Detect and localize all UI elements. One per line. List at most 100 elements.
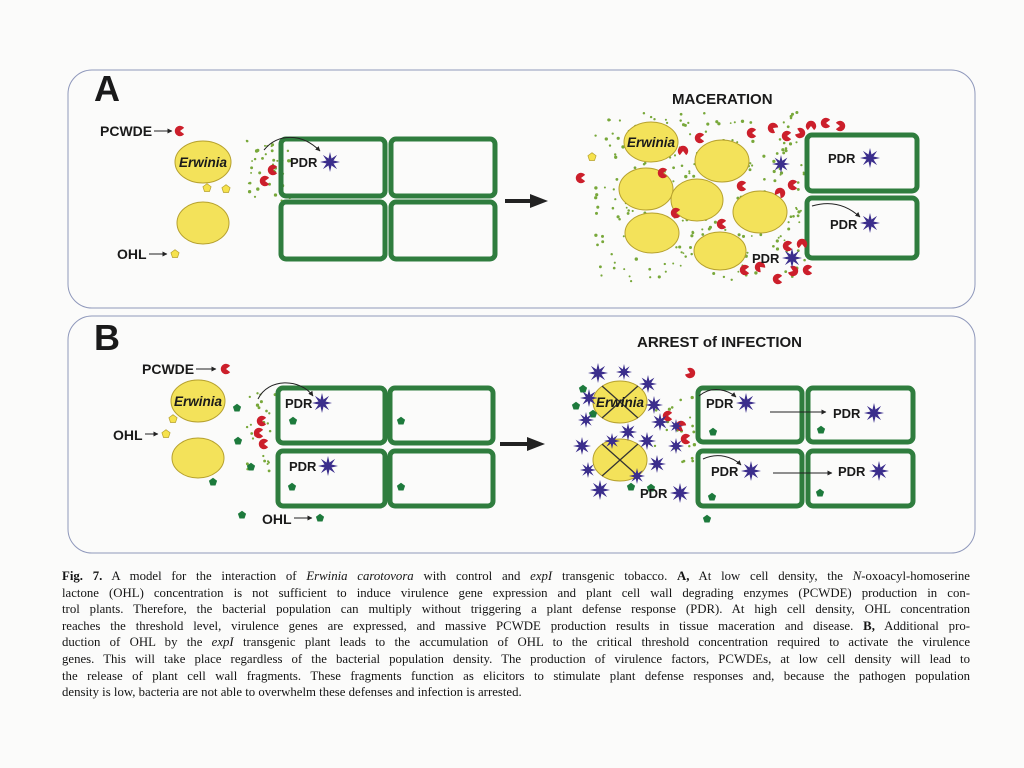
cell-wall-fragment-dot	[704, 130, 708, 133]
pcwde-enzyme-icon	[253, 427, 264, 439]
cell-wall-fragment-dot	[259, 400, 263, 404]
cell-wall-fragment-dot	[596, 205, 600, 209]
cell-wall-fragment-dot	[680, 251, 683, 254]
cell-wall-fragment-dot	[777, 236, 780, 239]
cell-wall-fragment-dot	[688, 172, 691, 175]
cell-wall-fragment-dot	[689, 416, 692, 419]
cell-wall-fragment-dot	[679, 398, 682, 402]
cell-wall-fragment-dot	[690, 456, 694, 460]
ohl-plant-signal-icon	[288, 416, 298, 425]
ohl-plant-signal-icon	[578, 384, 588, 393]
ohl-label: OHL	[113, 427, 143, 443]
plant-cell	[804, 195, 920, 261]
defense-response-star-icon	[638, 432, 656, 450]
ohl-plant-signal-icon	[233, 436, 243, 445]
pdr-label: PDR	[285, 396, 313, 411]
cell-wall-fragment-dot	[781, 148, 785, 152]
cell-wall-fragment-dot	[701, 228, 704, 231]
defense-response-star-icon	[629, 468, 645, 484]
cell-wall-fragment-dot	[792, 214, 795, 218]
cell-wall-fragment-dot	[803, 258, 806, 262]
pcwde-enzyme-icon	[220, 363, 231, 375]
defense-response-star-icon	[869, 461, 889, 481]
cell-wall-fragment-dot	[263, 459, 267, 463]
cell-wall-fragment-dot	[795, 110, 799, 115]
cell-wall-fragment-dot	[657, 275, 661, 279]
cell-wall-fragment-dot	[672, 180, 675, 183]
panel-a-frame	[67, 69, 976, 309]
erwinia-label: Erwinia	[179, 155, 228, 170]
cell-wall-fragment-dot	[248, 395, 251, 399]
cell-wall-fragment-dot	[800, 163, 803, 167]
caption-text: -oxoacyl-homoserine	[861, 569, 970, 583]
pcwde-enzyme-icon	[670, 207, 681, 219]
elicitor-path	[257, 382, 314, 400]
cell-wall-fragment-dot	[600, 274, 603, 277]
cell-wall-fragment-dot	[786, 125, 790, 129]
diagram-labels: A MACERATION PCWDE OHL Erwinia Erwinia P…	[94, 68, 866, 527]
erwinia-cell	[176, 201, 230, 245]
elicitor-path	[698, 389, 737, 398]
cell-wall-fragment-dot	[679, 119, 682, 122]
cell-wall-fragment-dot	[622, 235, 625, 238]
cell-wall-fragment-dot	[266, 422, 270, 425]
cell-wall-fragment-dot	[258, 171, 262, 175]
caption-text: expI	[211, 635, 234, 650]
elicitor-path	[702, 455, 742, 466]
erwinia-cell	[624, 212, 680, 254]
cell-wall-fragment-dot	[692, 430, 696, 434]
pdr-label: PDR	[830, 217, 858, 232]
erwinia-cell	[694, 139, 750, 183]
defense-response-star-icon	[312, 393, 332, 413]
plant-cell	[805, 448, 916, 509]
caption-text: density is low, bacteria are not able to…	[62, 685, 522, 700]
pcwde-enzyme-icon	[796, 238, 808, 249]
cell-wall-fragment-dot	[689, 246, 692, 249]
plant-cell	[387, 385, 496, 446]
pcwde-enzyme-icon	[662, 410, 673, 422]
cell-wall-fragment-dot	[612, 266, 616, 270]
cell-wall-fragment-dot	[642, 112, 646, 115]
defense-response-star-icon	[616, 364, 632, 380]
cell-wall-fragment-dot	[266, 460, 270, 463]
cell-wall-fragment-dot	[623, 268, 626, 271]
cell-wall-fragment-dot	[796, 181, 800, 184]
cell-wall-fragment-dot	[261, 156, 264, 160]
pdr-label: PDR	[290, 155, 318, 170]
panel-b-frame	[67, 315, 976, 554]
ohl-plant-signal-icon	[816, 425, 826, 434]
cell-wall-fragment-dot	[778, 138, 782, 141]
defense-response-star-icon	[588, 363, 608, 383]
cell-wall-fragment-dot	[789, 116, 793, 120]
cell-wall-fragment-dot	[601, 240, 605, 244]
cell-wall-fragment-dot	[257, 406, 261, 410]
plant-cell	[804, 132, 920, 194]
ohl-plant-signal-icon	[237, 510, 247, 519]
cell-wall-fragment-dot	[621, 145, 625, 149]
pcwde-enzyme-icon	[787, 179, 798, 191]
cell-wall-fragment-dot	[772, 159, 776, 164]
cell-wall-fragment-dot	[779, 173, 782, 176]
caption-text: reaches the threshold level, virulence g…	[62, 618, 864, 633]
cell-wall-fragment-dot	[615, 177, 619, 181]
cell-wall-fragment-dot	[247, 182, 250, 185]
caption-text: expI	[530, 569, 553, 583]
cell-wall-fragment-dot	[751, 164, 754, 167]
pcwde-enzyme-icon	[677, 145, 689, 156]
cell-wall-fragment-dot	[748, 168, 752, 172]
cell-wall-fragment-dot	[649, 115, 653, 119]
cell-wall-fragment-dot	[729, 122, 732, 124]
cell-wall-fragment-dot	[268, 182, 271, 186]
defense-response-star-icon	[772, 155, 790, 173]
ohl-plant-signal-icon	[396, 482, 406, 491]
ohl-label: OHL	[117, 246, 147, 262]
cell-wall-fragment-dot	[789, 215, 793, 219]
cell-wall-fragment-dot	[626, 211, 630, 215]
cell-wall-fragment-dot	[648, 267, 652, 271]
panel-b-title: ARREST of INFECTION	[637, 334, 802, 351]
cell-wall-fragment-dot	[691, 231, 695, 235]
cell-wall-fragment-dot	[751, 139, 755, 144]
ohl-plant-label: OHL	[262, 511, 292, 527]
cell-wall-fragment-dot	[254, 149, 259, 153]
plant-cell	[695, 385, 805, 445]
